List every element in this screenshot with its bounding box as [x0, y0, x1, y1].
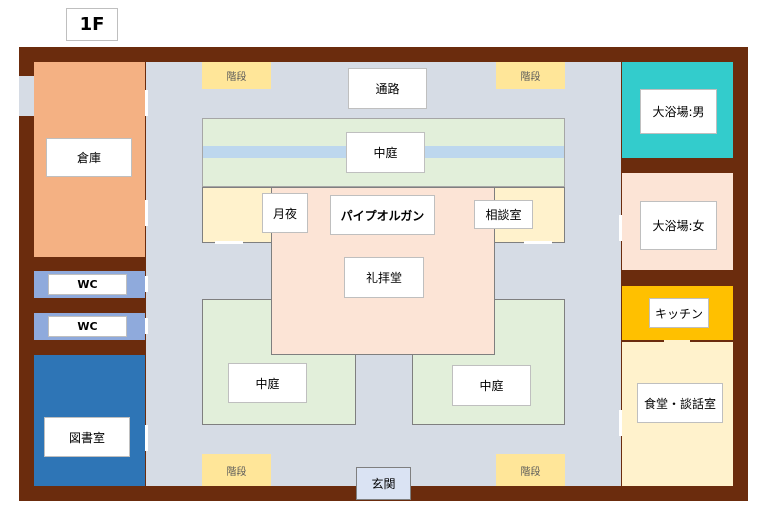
courtyard-north-label: 中庭 [346, 132, 425, 173]
door [145, 200, 148, 226]
wc-label-2: WC [48, 316, 127, 337]
bath-women-label: 大浴場:女 [640, 201, 717, 250]
pipe-organ-label: パイプオルガン [330, 195, 435, 235]
door [619, 215, 622, 241]
stairs-nw[interactable]: 階段 [202, 62, 271, 89]
bath-men-label: 大浴場:男 [640, 89, 717, 134]
stairs-sw[interactable]: 階段 [202, 454, 271, 486]
courtyard-se-label: 中庭 [452, 365, 531, 406]
stairs-se[interactable]: 階段 [496, 454, 565, 486]
door [619, 410, 622, 436]
door [524, 241, 552, 244]
door [215, 241, 243, 244]
door [145, 425, 148, 451]
door [145, 90, 148, 116]
dining-label: 食堂・談話室 [637, 383, 723, 423]
door [664, 340, 690, 343]
chapel-room-overlap [271, 299, 495, 355]
kitchen-label: キッチン [649, 298, 709, 328]
door [145, 318, 148, 334]
chapel-label: 礼拝堂 [344, 257, 424, 298]
entrance-label: 玄関 [371, 477, 396, 491]
tsukiyo-label: 月夜 [262, 193, 308, 233]
stairs-label: 階段 [226, 466, 247, 478]
consultation-label: 相談室 [474, 200, 533, 229]
floor-label: 1F [66, 8, 118, 41]
left-door-gap [19, 76, 34, 116]
door [145, 276, 148, 292]
storage-label: 倉庫 [46, 138, 132, 177]
library-label: 図書室 [44, 417, 130, 457]
stairs-label: 階段 [520, 466, 541, 478]
wc-label-1: WC [48, 274, 127, 295]
entrance-room[interactable] [356, 467, 411, 500]
corridor-label: 通路 [348, 68, 427, 109]
stairs-label: 階段 [226, 72, 247, 83]
stairs-ne[interactable]: 階段 [496, 62, 565, 89]
stairs-label: 階段 [520, 72, 541, 83]
courtyard-sw-label: 中庭 [228, 363, 307, 403]
